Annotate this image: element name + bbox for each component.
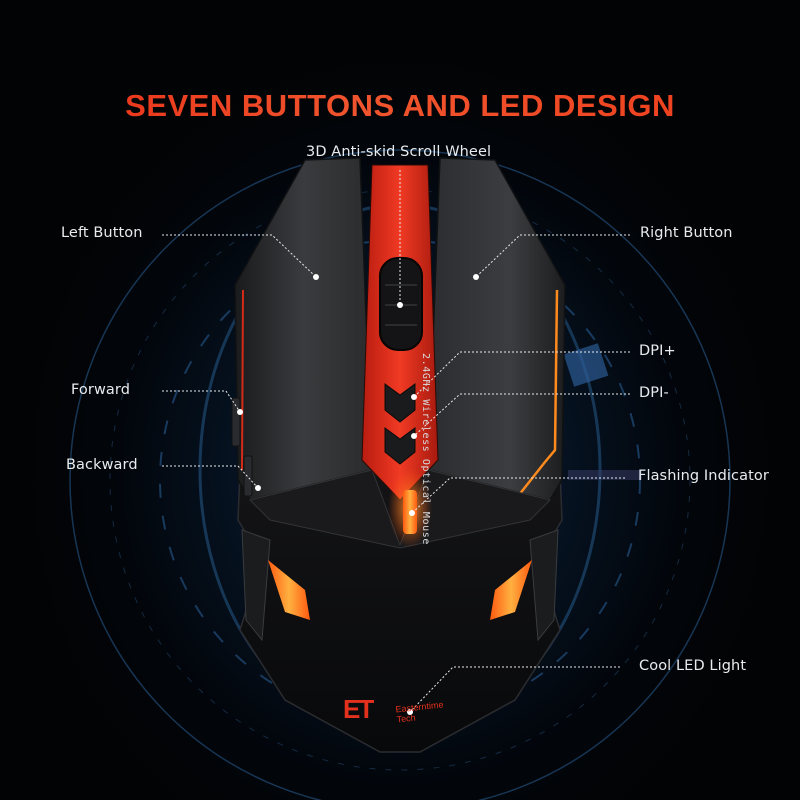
- label-cool-led-light: Cool LED Light: [639, 658, 747, 674]
- callout-dots: [237, 274, 479, 715]
- label-left-button: Left Button: [61, 225, 143, 241]
- side-print-text: 2.4GHz Wireless Optical Mouse: [420, 353, 431, 545]
- label-scroll-wheel: 3D Anti-skid Scroll Wheel: [306, 144, 492, 160]
- label-dpi-plus: DPI+: [639, 343, 676, 359]
- logo-mark: ET: [343, 694, 374, 724]
- label-right-button: Right Button: [640, 225, 733, 241]
- brand-logo: ET: [343, 694, 374, 725]
- page-title: SEVEN BUTTONS AND LED DESIGN: [0, 88, 800, 124]
- label-flashing-indicator: Flashing Indicator: [638, 468, 769, 484]
- label-dpi-minus: DPI-: [639, 385, 669, 401]
- label-forward: Forward: [71, 382, 131, 398]
- callout-lines: [162, 170, 630, 713]
- label-backward: Backward: [66, 457, 138, 473]
- hud-square: [563, 343, 609, 387]
